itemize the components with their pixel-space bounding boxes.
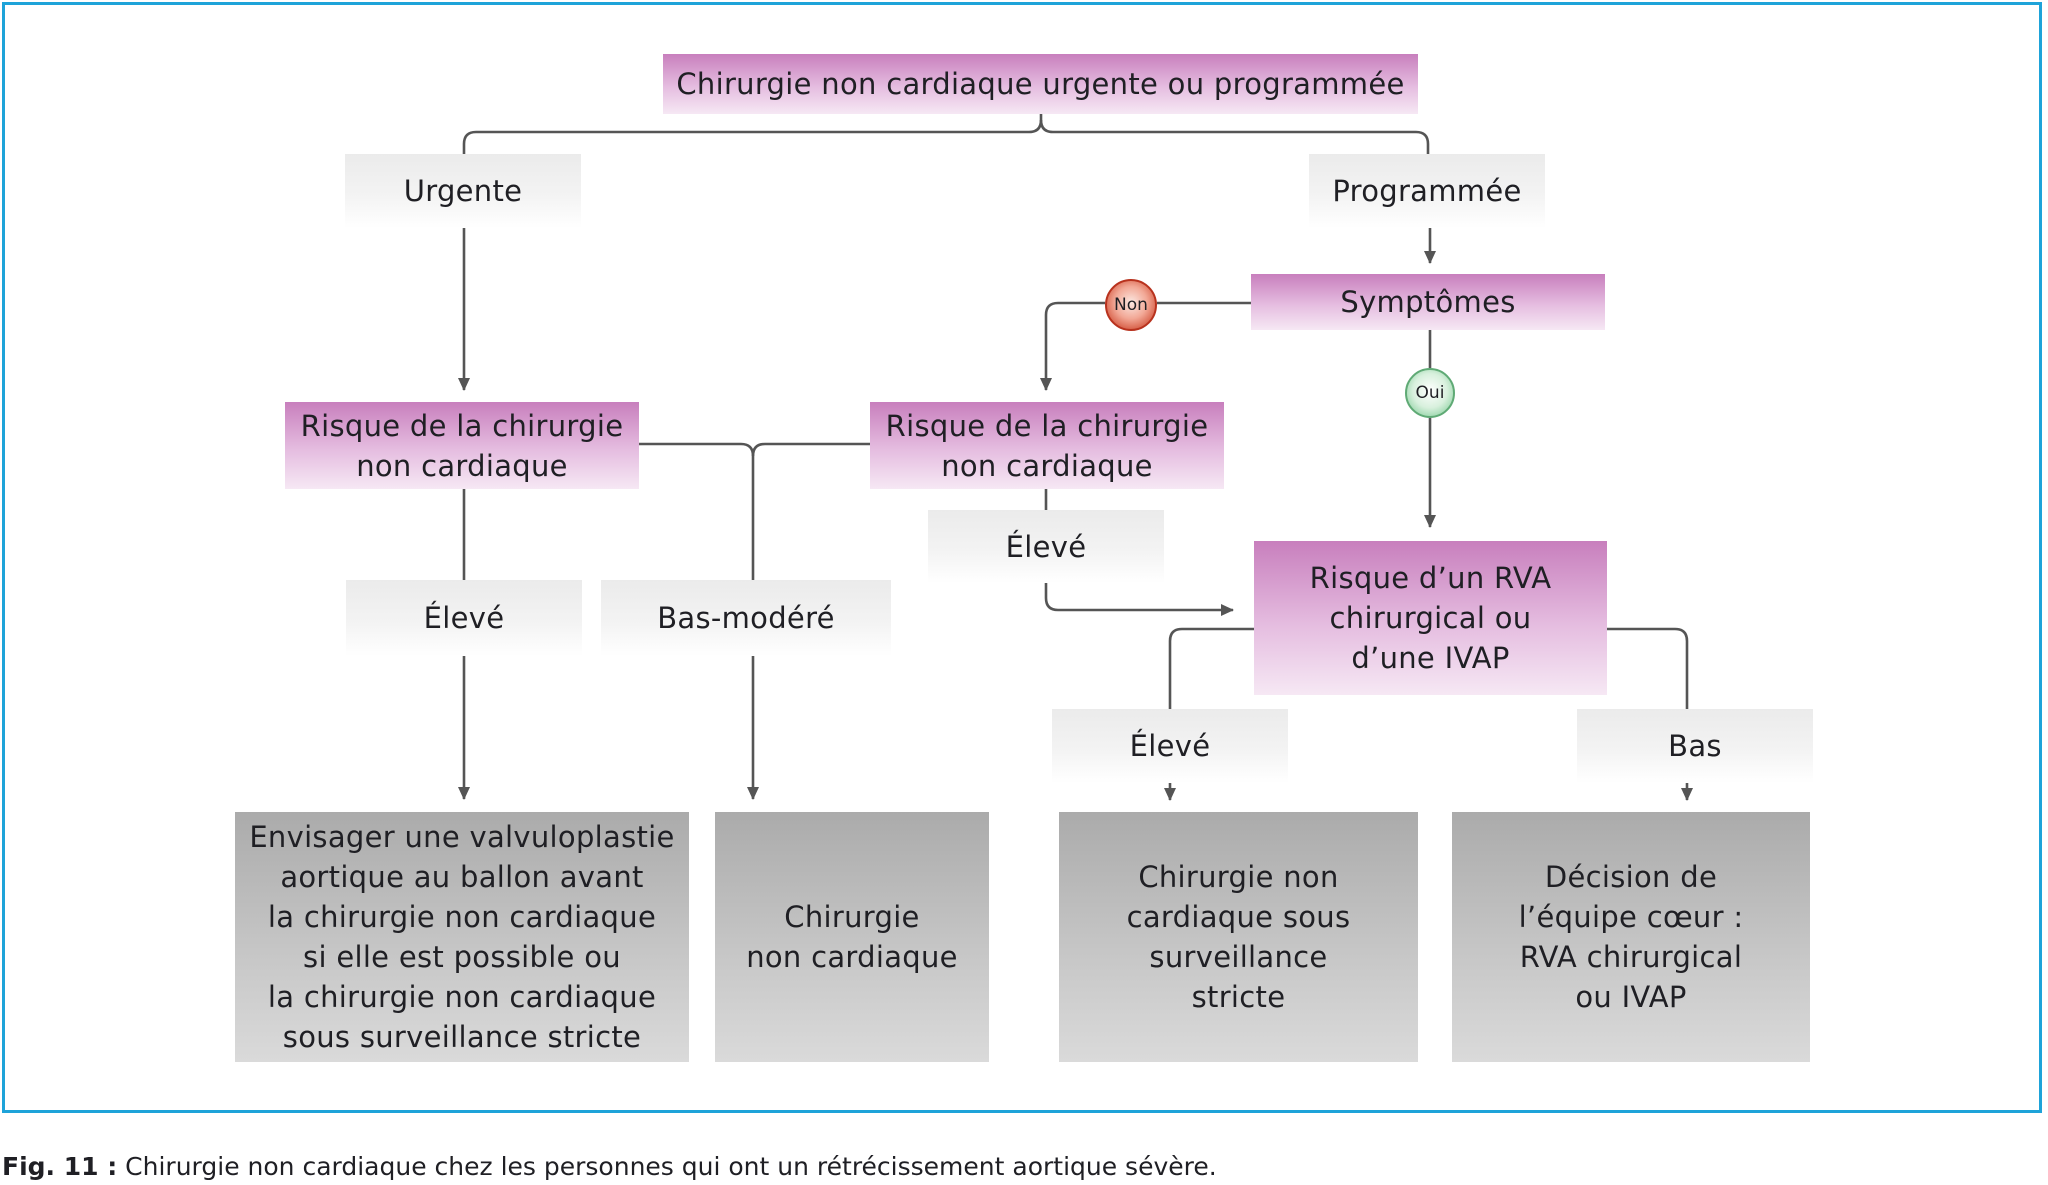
risk-left-node: Risque de la chirurgie non cardiaque	[285, 402, 639, 489]
connector-root-split-right	[1039, 119, 1430, 154]
eleve-left-label: Élevé	[346, 580, 582, 656]
eleve-right-label: Élevé	[1052, 709, 1288, 783]
outcome-valvuloplastie: Envisager une valvuloplastie aortique au…	[235, 812, 689, 1062]
root-node: Chirurgie non cardiaque urgente ou progr…	[663, 54, 1418, 114]
risk-rva-node: Risque d’un RVA chirurgical ou d’une IVA…	[1254, 541, 1607, 695]
outcome-chirurgie: Chirurgie non cardiaque	[715, 812, 989, 1062]
programmee-label: Programmée	[1309, 154, 1545, 228]
outcome-equipe: Décision de l’équipe cœur : RVA chirurgi…	[1452, 812, 1810, 1062]
connector-rva-eleve	[1168, 627, 1254, 709]
connector-non-risk	[1040, 301, 1105, 391]
risk-middle-node: Risque de la chirurgie non cardiaque	[870, 402, 1224, 489]
connector-risk-middle-basmodere	[751, 442, 870, 457]
caption-label: Fig. 11 :	[2, 1152, 118, 1181]
connector-eleve-risk-rva	[1044, 583, 1234, 616]
caption-text: Chirurgie non cardiaque chez les personn…	[117, 1152, 1217, 1181]
bas-modere-label: Bas-modéré	[601, 580, 891, 656]
connector-rva-bas	[1607, 627, 1689, 709]
urgente-label: Urgente	[345, 154, 581, 228]
outcome-surveillance: Chirurgie non cardiaque sous surveillanc…	[1059, 812, 1418, 1062]
eleve-middle-label: Élevé	[928, 510, 1164, 583]
bas-label: Bas	[1577, 709, 1813, 783]
non-badge: Non	[1105, 279, 1157, 331]
connector-risk-left-basmodere	[639, 442, 755, 580]
symptomes-node: Symptômes	[1251, 274, 1605, 330]
connector-root-split	[462, 114, 1043, 154]
oui-badge: Oui	[1405, 368, 1455, 418]
figure-caption: Fig. 11 : Chirurgie non cardiaque chez l…	[2, 1152, 1217, 1181]
